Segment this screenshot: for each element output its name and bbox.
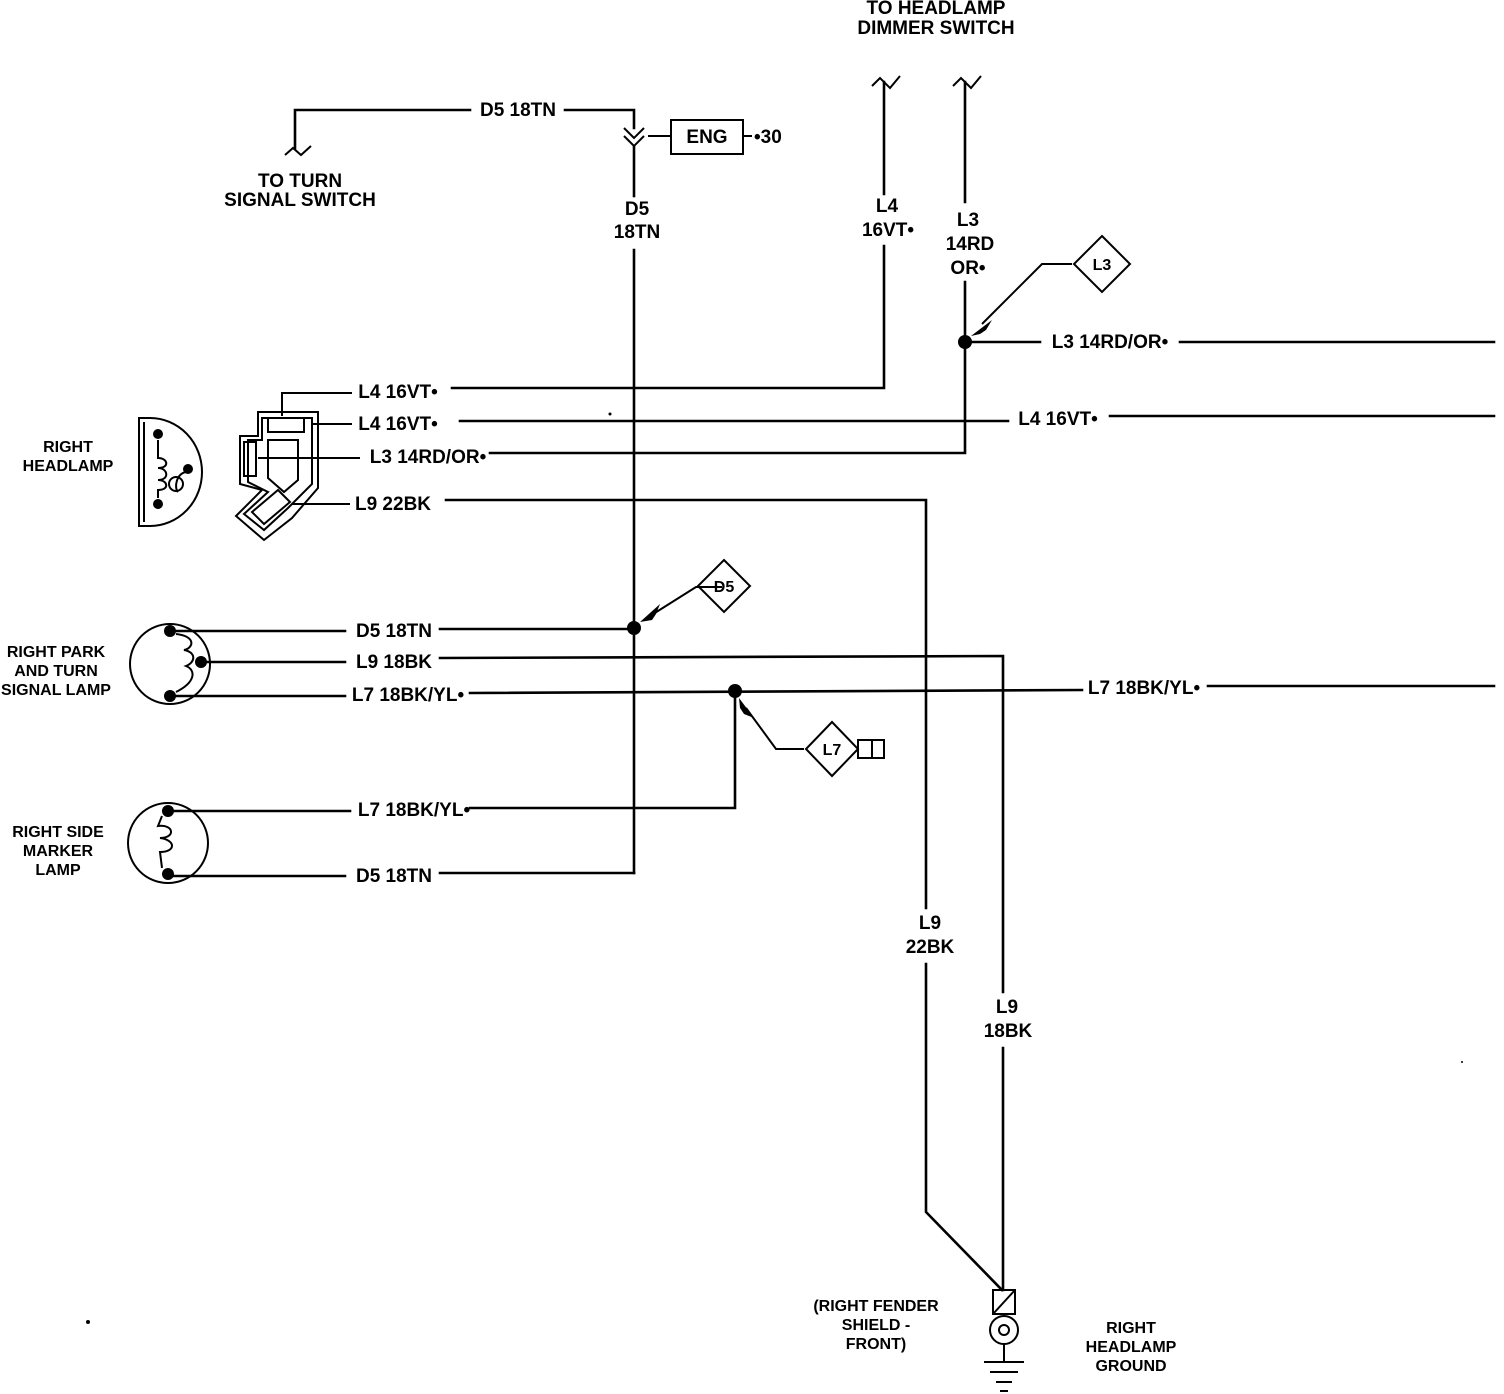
wire-label-l3-vertical-3: OR•: [950, 258, 986, 279]
wire-l9-22bk: [444, 498, 928, 910]
right-headlamp-label-1: RIGHT: [43, 439, 93, 456]
scan-speck: [1461, 1061, 1463, 1063]
ground-location-label-3: FRONT): [846, 1336, 906, 1353]
wire-label-l9-headlamp: L9 22BK: [355, 494, 431, 515]
eng-connector-label: ENG: [686, 127, 727, 148]
splice-l3-tag-diamond: [1072, 234, 1132, 294]
wire-label-d5-vertical-1: D5: [625, 199, 650, 220]
wire-label-d5-vertical-2: 18TN: [614, 222, 660, 243]
wire-label-l9-vertical-b-1: L9: [996, 997, 1018, 1018]
wire-label-l4-vertical-1: L4: [876, 196, 899, 217]
scan-speck: [86, 1320, 90, 1324]
side-marker-filament-icon: [156, 815, 173, 869]
turn-signal-switch-label-1: TO TURN: [258, 171, 342, 192]
eng-connector-chevron: [623, 127, 645, 148]
wire-l4-vertical: [450, 244, 886, 390]
park-lamp-body: [129, 623, 211, 705]
headlamp-connector-inner: [242, 417, 313, 532]
park-lamp-terminal-1: [164, 625, 176, 637]
ground-terminal-block: [992, 1289, 1016, 1315]
side-marker-label-3: LAMP: [35, 862, 81, 879]
wire-label-l9-vertical-a-2: 22BK: [906, 937, 955, 958]
turn-signal-switch-label-2: SIGNAL SWITCH: [224, 190, 376, 211]
headlamp-connector-body: [234, 411, 319, 542]
wire-d5-top-b: [563, 108, 636, 130]
splice-d5-tag-label: D5: [714, 579, 735, 596]
ground-eyelet-inner: [998, 1324, 1010, 1336]
wire-label-l4-headlamp-2: L4 16VT•: [358, 414, 438, 435]
park-lamp-terminal-3: [164, 690, 176, 702]
ground-name-label-1: RIGHT: [1106, 1320, 1156, 1337]
headlamp-connector-pin-left: [243, 441, 257, 477]
wire-label-l9-vertical-a-1: L9: [919, 913, 941, 934]
wire-label-d5-park: D5 18TN: [356, 621, 432, 642]
wire-label-l3-vertical-2: 14RD: [946, 234, 995, 255]
park-lamp-label-3: SIGNAL LAMP: [1, 682, 111, 699]
splice-l7-leader: [745, 707, 804, 750]
side-marker-body: [127, 802, 209, 884]
wire-l3-vertical: [488, 280, 967, 455]
dimmer-switch-label-2: DIMMER SWITCH: [857, 18, 1014, 39]
wire-l9-22bk-lower: [924, 962, 1004, 1292]
park-lamp-label-2: AND TURN: [14, 663, 98, 680]
headlamp-terminal-1: [153, 429, 163, 439]
wire-label-l7-park: L7 18BK/YL•: [352, 685, 465, 706]
wire-label-l9-vertical-b-2: 18BK: [984, 1021, 1033, 1042]
splice-d5-leader: [649, 586, 722, 617]
right-headlamp-body: [138, 417, 203, 527]
right-headlamp-label-2: HEADLAMP: [23, 458, 114, 475]
side-marker-terminal-2: [162, 868, 174, 880]
wire-label-d5-top: D5 18TN: [480, 100, 556, 121]
ground-eyelet-outer: [989, 1315, 1019, 1345]
wire-label-l9-park: L9 18BK: [356, 652, 432, 673]
wire-label-l7-right: L7 18BK/YL•: [1088, 678, 1201, 699]
wire-d5-top: [293, 108, 472, 150]
wire-l7-park-b: [468, 688, 1084, 695]
headlamp-filament-loop: [168, 476, 184, 492]
wire-label-l4-vertical-2: 16VT•: [862, 220, 914, 241]
eng-connector-pin: •30: [754, 127, 782, 148]
splice-l3-leader: [981, 263, 1072, 325]
park-lamp-filament-icon: [175, 633, 195, 693]
scan-speck: [608, 412, 612, 416]
ground-name-label-2: HEADLAMP: [1086, 1339, 1177, 1356]
side-marker-terminal-1: [162, 805, 174, 817]
wire-label-l4-headlamp-1: L4 16VT•: [358, 382, 438, 403]
wire-label-l3-headlamp: L3 14RD/OR•: [370, 447, 487, 468]
wire-l9-park-b: [438, 654, 1005, 994]
splice-d5-tag-diamond: [696, 558, 752, 614]
ground-location-label-1: (RIGHT FENDER: [813, 1298, 939, 1315]
side-marker-label-2: MARKER: [23, 843, 94, 860]
ground-name-label-3: GROUND: [1095, 1358, 1166, 1375]
headlamp-connector-leads: [258, 392, 360, 505]
ground-location-label-2: SHIELD -: [842, 1317, 910, 1334]
wire-label-l4-right: L4 16VT•: [1018, 409, 1098, 430]
wire-l7-splice-down: [468, 689, 737, 810]
headlamp-connector-pin-top: [267, 417, 305, 433]
park-lamp-terminal-2: [195, 656, 207, 668]
park-lamp-label-1: RIGHT PARK: [7, 644, 106, 661]
wire-label-d5-side: D5 18TN: [356, 866, 432, 887]
dimmer-break-mark-left: [871, 75, 901, 90]
splice-l3-arrow: [971, 320, 992, 336]
side-marker-label-1: RIGHT SIDE: [12, 824, 104, 841]
splice-d5-arrow: [640, 604, 660, 622]
splice-l7-tag-diamond: [804, 720, 860, 778]
wire-label-l3-vertical-1: L3: [957, 210, 979, 231]
wire-label-l7-side: L7 18BK/YL•: [358, 800, 471, 821]
headlamp-connector-pin-bottom: [250, 488, 292, 526]
headlamp-connector-pin-mid: [267, 439, 299, 494]
splice-d5: [627, 621, 641, 635]
splice-l7-tag-label: L7: [823, 742, 842, 759]
dimmer-break-mark-right: [952, 75, 982, 90]
splice-l3-tag-label: L3: [1093, 257, 1112, 274]
wire-label-l3-right: L3 14RD/OR•: [1052, 332, 1169, 353]
turn-signal-break-mark: [284, 145, 312, 157]
headlamp-terminal-3: [153, 499, 163, 509]
ground-terminal-slash: [992, 1289, 1016, 1315]
dimmer-switch-label-1: TO HEADLAMP: [867, 0, 1006, 19]
splice-l7-arrow: [739, 698, 754, 718]
